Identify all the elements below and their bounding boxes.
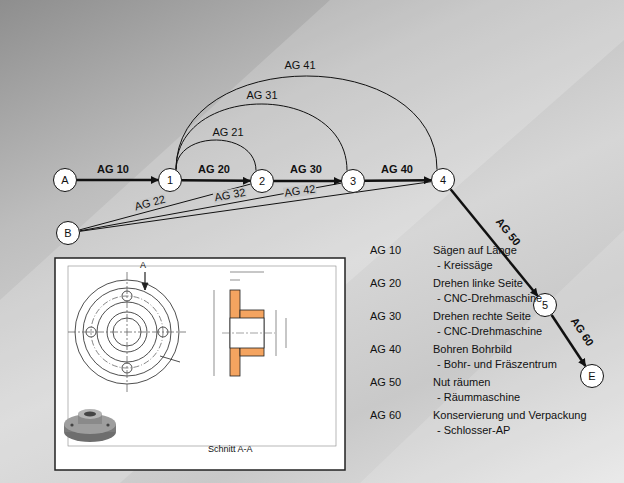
- operation-legend-text: AG 20: [370, 277, 401, 290]
- process-arrow: [365, 179, 431, 182]
- step-number: 2: [259, 176, 265, 187]
- step-number: E: [588, 371, 595, 382]
- operation-legend-text: - CNC-Drehmaschine: [437, 325, 542, 338]
- operation-label: AG 20: [197, 164, 231, 175]
- operation-legend-text: Drehen rechte Seite: [433, 310, 531, 323]
- operation-legend-text: - Schlosser-AP: [437, 424, 510, 437]
- process-arrow: [182, 179, 250, 182]
- operation-legend-text: AG 30: [370, 310, 401, 323]
- front-view: [68, 272, 186, 392]
- drawing-frame: [55, 258, 345, 470]
- operation-legend-text: Nut räumen: [433, 376, 490, 389]
- operation-label: AG 10: [96, 164, 130, 175]
- operation-label: AG 31: [245, 90, 278, 101]
- step-number: 5: [542, 300, 548, 311]
- operation-legend-text: AG 40: [370, 343, 401, 356]
- operation-legend-text: - Kreissäge: [437, 259, 493, 272]
- alternative-arc: [176, 76, 437, 170]
- step-number: 1: [167, 175, 173, 186]
- drawing-label: A: [140, 260, 146, 270]
- process-arrow: [274, 180, 341, 183]
- step-circle: 2: [250, 169, 274, 193]
- operation-legend-text: AG 10: [370, 244, 401, 257]
- operation-legend-text: - Bohr- und Fräszentrum: [437, 358, 557, 371]
- alternative-line: [80, 183, 341, 231]
- operation-label: AG 21: [211, 127, 244, 138]
- step-number: A: [61, 175, 68, 186]
- step-circle: B: [56, 221, 80, 245]
- alternative-arc: [176, 104, 347, 171]
- step-circle: 1: [158, 168, 182, 192]
- operation-label: AG 40: [380, 164, 414, 175]
- operation-label: AG 41: [283, 60, 316, 71]
- step-circle: 3: [341, 169, 365, 193]
- operation-legend-text: AG 50: [370, 376, 401, 389]
- step-circle: A: [53, 168, 77, 192]
- operation-legend-text: Konservierung und Verpackung: [433, 409, 587, 422]
- step-number: 3: [350, 176, 356, 187]
- operation-legend-text: Drehen linke Seite: [433, 277, 523, 290]
- operation-legend-text: - CNC-Drehmaschine: [437, 292, 542, 305]
- step-number: B: [64, 228, 71, 239]
- step-circle: 4: [431, 168, 455, 192]
- light-band: [360, 230, 624, 483]
- drawing-label: Schnitt A-A: [208, 444, 253, 454]
- step-number: 4: [440, 175, 446, 186]
- operation-legend-text: AG 60: [370, 409, 401, 422]
- section-view: [214, 272, 286, 376]
- operation-label: AG 30: [289, 164, 323, 175]
- operation-legend-text: - Räummaschine: [437, 391, 520, 404]
- step-circle: E: [580, 364, 604, 388]
- operation-label: AG 50: [493, 215, 523, 248]
- operation-legend-text: Bohren Bohrbild: [433, 343, 512, 356]
- operation-legend-text: Sägen auf Länge: [433, 244, 517, 257]
- part-illustration: [64, 409, 116, 442]
- process-arrow: [77, 179, 158, 182]
